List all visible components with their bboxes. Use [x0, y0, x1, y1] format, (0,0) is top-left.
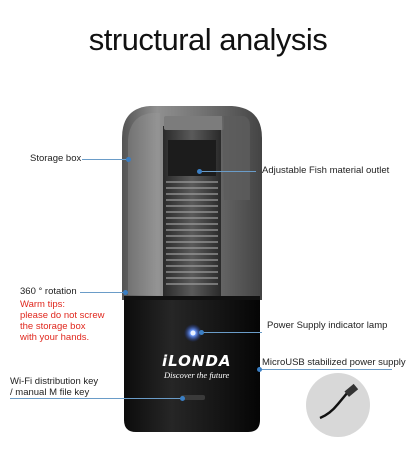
page-title: structural analysis [88, 22, 328, 57]
leader-dot [257, 367, 262, 372]
label-micro-usb: MicroUSB stabilized power supply [262, 357, 406, 368]
warm-tips-line: please do not screw [20, 310, 105, 321]
label-fish-outlet: Adjustable Fish material outlet [262, 165, 390, 176]
leader-dot [123, 290, 128, 295]
leader-dot [199, 330, 204, 335]
leader-rotation [80, 292, 125, 293]
label-wifi-key-2: / manual M file key [10, 387, 90, 398]
warm-tips-line: Warm tips: [20, 299, 66, 310]
label-storage-box: Storage box [30, 153, 82, 164]
label-power-lamp: Power Supply indicator lamp [267, 320, 388, 331]
leader-wifi-key [10, 398, 182, 399]
label-wifi-key-1: Wi-Fi distribution key [10, 376, 99, 387]
leader-micro-usb [260, 369, 392, 370]
wifi-key-button[interactable] [181, 395, 205, 400]
leader-fish-outlet [200, 171, 256, 172]
leader-dot [180, 396, 185, 401]
warm-tips-line: the storage box [20, 321, 86, 332]
brand-logo: iLONDA [162, 352, 232, 370]
brand-slogan: Discover the future [164, 370, 230, 380]
leader-dot [197, 169, 202, 174]
leader-power-lamp [202, 332, 262, 333]
label-rotation: 360 ° rotation [20, 286, 77, 297]
warm-tips-line: with your hands. [20, 332, 90, 343]
leader-storage-box [82, 159, 128, 160]
leader-dot [126, 157, 131, 162]
